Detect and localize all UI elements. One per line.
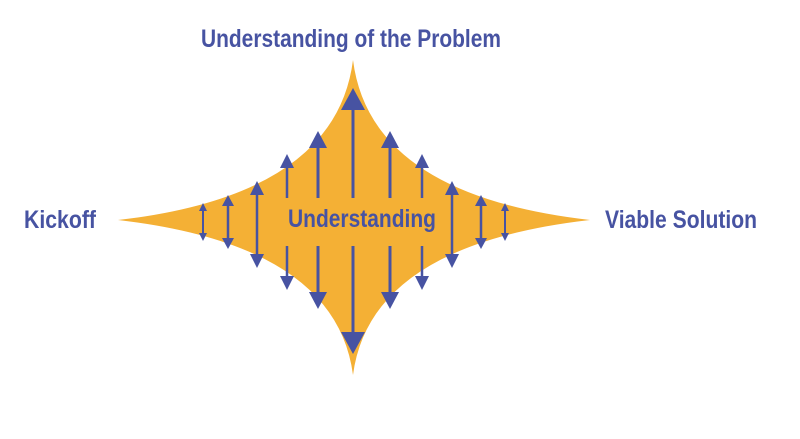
up-arrow-3r <box>415 154 429 198</box>
label-right: Viable Solution <box>605 206 757 234</box>
label-top: Understanding of the Problem <box>201 25 501 53</box>
label-left: Kickoff <box>24 206 97 234</box>
double-arrow-4l <box>250 181 264 268</box>
double-arrow-6l <box>199 203 207 241</box>
double-arrow-5r <box>475 195 487 249</box>
arrow-group <box>199 88 509 354</box>
double-arrow-4r <box>445 181 459 268</box>
label-center: Understanding <box>288 205 436 233</box>
down-arrow-2l <box>309 246 327 309</box>
center-up-arrow <box>341 88 365 198</box>
up-arrow-2l <box>309 131 327 198</box>
up-arrow-2r <box>381 131 399 198</box>
center-down-arrow <box>341 246 365 354</box>
understanding-shape <box>118 60 590 375</box>
double-arrow-6r <box>501 203 509 241</box>
down-arrow-3l <box>280 246 294 290</box>
down-arrow-3r <box>415 246 429 290</box>
up-arrow-3l <box>280 154 294 198</box>
double-arrow-5l <box>222 195 234 249</box>
down-arrow-2r <box>381 246 399 309</box>
